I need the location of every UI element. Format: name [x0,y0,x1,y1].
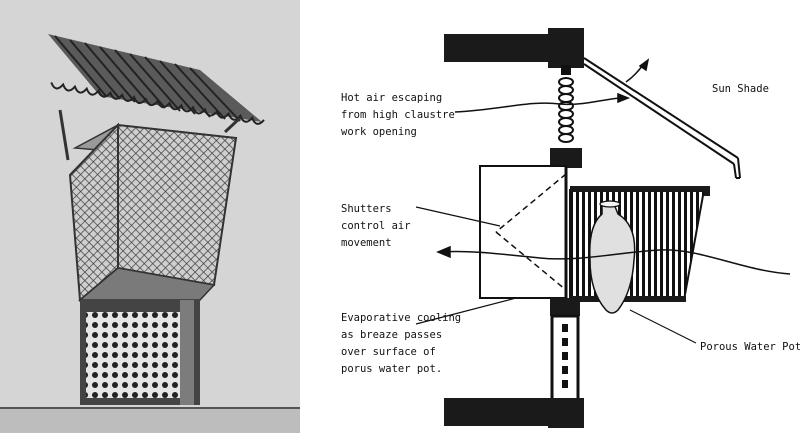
label-water-pot: Porous Water Pot [700,341,800,353]
label-evaporative-line-3: over surface of [341,346,436,358]
label-hot-air-line-3: work opening [341,126,417,138]
label-shutters-line-1: Shutters [341,203,392,215]
label-sun-shade: Sun Shade [712,83,769,95]
cross-section-diagram: Hot air escaping from high claustre work… [341,28,800,428]
shutter-box [479,148,582,299]
sun-shade [583,57,741,179]
porous-water-pot [589,200,636,314]
top-wall [444,28,584,68]
lower-wall [444,298,584,428]
lattice-box [68,122,238,303]
label-hot-air-line-1: Hot air escaping [341,92,442,104]
label-shutters-line-2: control air [341,220,411,232]
mashrabiya-photo [0,0,300,433]
roof-shade [48,34,265,161]
label-evaporative-line-4: porus water pot. [341,363,442,375]
claustra-opening [558,65,574,143]
label-evaporative-line-2: as breaze passes [341,329,442,341]
label-shutters-line-3: movement [341,237,392,249]
label-evaporative-line-1: Evaporative cooling [341,312,461,324]
label-hot-air-line-2: from high claustre [341,109,455,121]
airflow-arrows [415,58,791,344]
lower-fretwork [80,300,200,405]
